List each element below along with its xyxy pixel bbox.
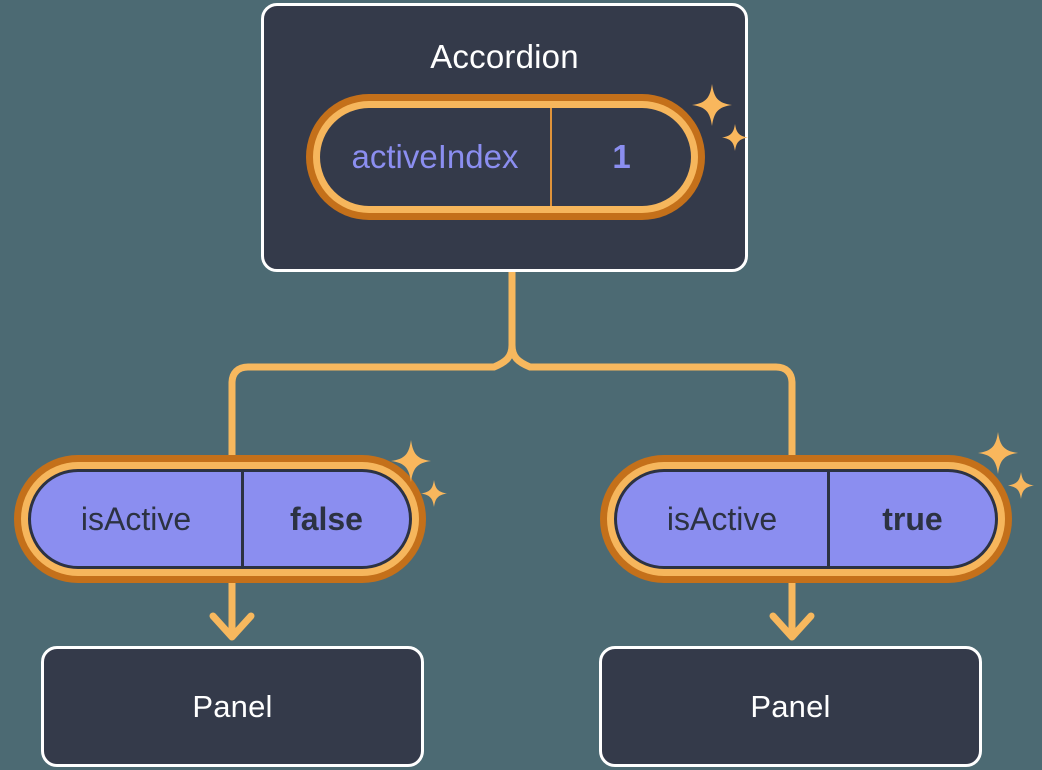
panel-title: Panel — [192, 689, 273, 724]
connector-trunk-split — [228, 268, 516, 459]
pill-body: isActive false — [28, 469, 412, 569]
state-pill-is-active-false[interactable]: isActive false — [14, 455, 426, 583]
pill-body: activeIndex 1 — [320, 108, 691, 206]
arrow-right-head — [769, 612, 815, 641]
state-value-label: true — [882, 500, 943, 537]
pill-body: isActive true — [614, 469, 998, 569]
state-pill-active-index[interactable]: activeIndex 1 — [306, 94, 705, 220]
panel-component-card-right[interactable]: Panel — [599, 646, 982, 767]
state-key-label: activeIndex — [320, 108, 552, 206]
state-value-label: 1 — [612, 138, 631, 175]
state-pill-is-active-true[interactable]: isActive true — [600, 455, 1012, 583]
pill-inner-ring: activeIndex 1 — [313, 101, 698, 213]
state-key-label: isActive — [31, 472, 244, 566]
accordion-title: Accordion — [430, 38, 579, 75]
connector-trunk-split-right — [508, 341, 796, 459]
pill-inner-ring: isActive true — [607, 462, 1005, 576]
state-value-label: false — [290, 500, 363, 537]
pill-inner-ring: isActive false — [21, 462, 419, 576]
panel-component-card-left[interactable]: Panel — [41, 646, 424, 767]
state-key-label: isActive — [617, 472, 830, 566]
arrow-left-head — [209, 612, 255, 641]
panel-title: Panel — [750, 689, 831, 724]
